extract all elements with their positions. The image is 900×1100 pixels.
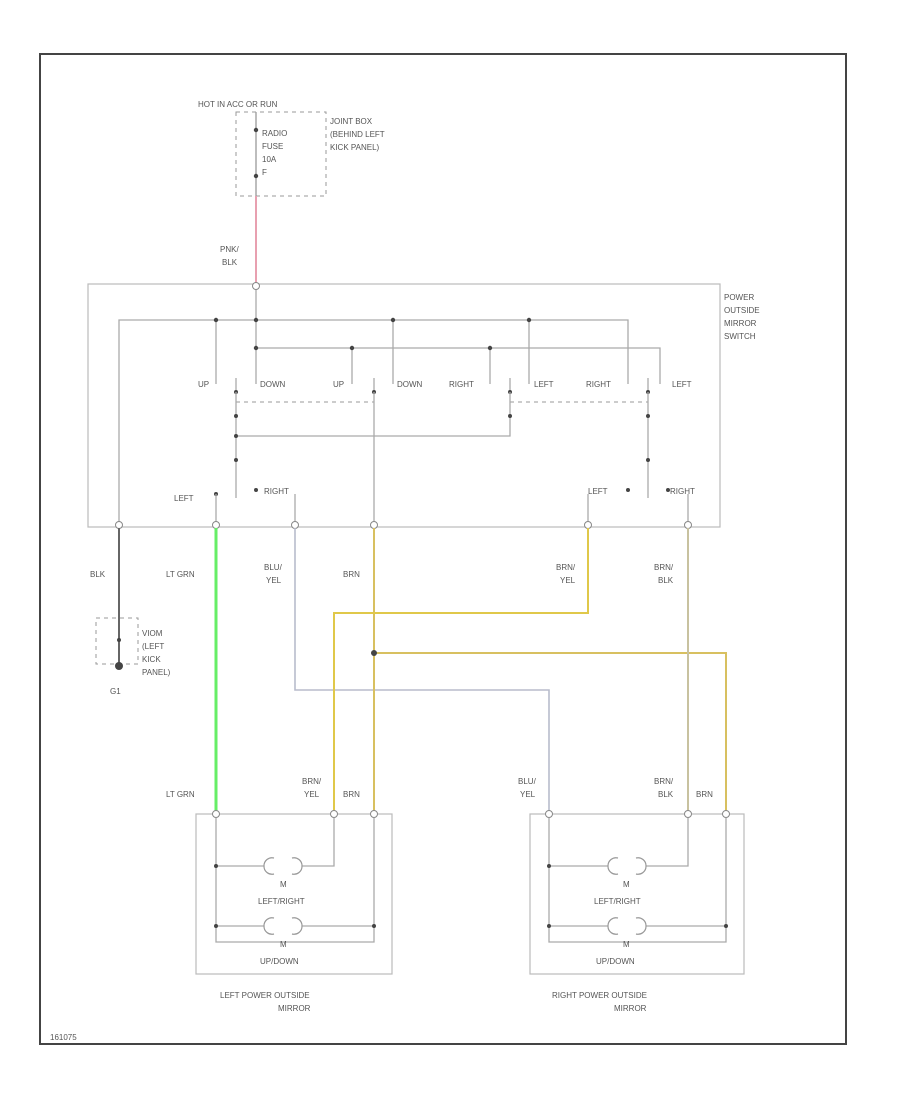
ground: VIOM (LEFT KICK PANEL) G1 [95, 617, 171, 696]
wire-label-brn: BRN [343, 570, 360, 579]
wire-label-brnyel-1: BRN/ [556, 563, 576, 572]
left-mirror-motor2-symbol: M [280, 940, 287, 949]
fuse-label-4: F [262, 168, 267, 177]
left-mirror-motor1-symbol: M [280, 880, 287, 889]
switch-label-down-1: DOWN [260, 380, 286, 389]
selector-label-right-2: RIGHT [670, 487, 695, 496]
ground-id: G1 [110, 687, 121, 696]
left-mirror-pin-brnyel-1: BRN/ [302, 777, 322, 786]
right-mirror-pin-brn: BRN [696, 790, 713, 799]
fuse-box-outline [235, 111, 327, 197]
wire-label-ltgrn: LT GRN [166, 570, 195, 579]
wire-label-feed-1: PNK/ [220, 245, 239, 254]
right-mirror-name-2: MIRROR [614, 1004, 647, 1013]
switch-title-4: SWITCH [724, 332, 756, 341]
switch-title-2: OUTSIDE [724, 306, 760, 315]
wire-label-brnblk-2: BLK [658, 576, 674, 585]
switch-title-1: POWER [724, 293, 754, 302]
diagram-frame [39, 53, 847, 1045]
ground-label-1: VIOM [142, 629, 163, 638]
switch-label-left-2: LEFT [672, 380, 692, 389]
left-mirror-pin-brnyel-2: YEL [304, 790, 320, 799]
left-mirror-pin-brn: BRN [343, 790, 360, 799]
wire-label-bluyel-2: YEL [266, 576, 282, 585]
right-mirror: BLU/ YEL BRN/ BLK BRN M LEFT/RIGHT M UP/… [518, 777, 745, 1013]
wire-label-brnyel-2: YEL [560, 576, 576, 585]
right-mirror-motor1-label: LEFT/RIGHT [594, 897, 641, 906]
switch-title-3: MIRROR [724, 319, 757, 328]
switch-label-left-1: LEFT [534, 380, 554, 389]
switch-label-up-1: UP [198, 380, 209, 389]
fuse-box-title-3: KICK PANEL) [330, 143, 380, 152]
selector-label-left-2: LEFT [588, 487, 608, 496]
ground-label-3: KICK [142, 655, 161, 664]
wire-blu-yel [294, 528, 550, 812]
wire-label-feed-2: BLK [222, 258, 238, 267]
wire-brn [373, 528, 727, 812]
right-mirror-pin-brnblk-1: BRN/ [654, 777, 674, 786]
fuse-box-title-1: JOINT BOX [330, 117, 373, 126]
ground-outline [95, 617, 139, 665]
left-mirror-name-1: LEFT POWER OUTSIDE [220, 991, 310, 1000]
wire-label-brnblk-1: BRN/ [654, 563, 674, 572]
wire-brn-yel [333, 528, 589, 812]
left-mirror-motor2-label: UP/DOWN [260, 957, 299, 966]
selector-label-left: LEFT [174, 494, 194, 503]
left-mirror: LT GRN BRN/ YEL BRN M LEFT/RIGHT M UP/DO… [166, 777, 393, 1013]
hot-label: HOT IN ACC OR RUN [198, 100, 278, 109]
right-mirror-pin-brnblk-2: BLK [658, 790, 674, 799]
left-mirror-pin-ltgrn: LT GRN [166, 790, 195, 799]
ground-label-2: (LEFT [142, 642, 164, 651]
fuse-label-2: FUSE [262, 142, 283, 151]
left-mirror-outline [195, 813, 393, 975]
right-mirror-motor2-label: UP/DOWN [596, 957, 635, 966]
right-mirror-motor1-symbol: M [623, 880, 630, 889]
switch-label-right-2: RIGHT [586, 380, 611, 389]
mirror-switch: POWER OUTSIDE MIRROR SWITCH UP DOWN UP D… [87, 282, 760, 529]
left-mirror-motor1-label: LEFT/RIGHT [258, 897, 305, 906]
right-mirror-pin-bluyel-2: YEL [520, 790, 536, 799]
fuse-box: HOT IN ACC OR RUN RADIO FUSE 10A F JOINT… [198, 100, 385, 197]
diagram-footer-id: 161075 [50, 1033, 77, 1042]
ground-label-4: PANEL) [142, 668, 171, 677]
wire-label-blk: BLK [90, 570, 106, 579]
right-mirror-name-1: RIGHT POWER OUTSIDE [552, 991, 647, 1000]
selector-label-right: RIGHT [264, 487, 289, 496]
fuse-label-3: 10A [262, 155, 277, 164]
fuse-box-title-2: (BEHIND LEFT [330, 130, 385, 139]
switch-label-right-1: RIGHT [449, 380, 474, 389]
mirror-switch-outline [87, 283, 721, 528]
right-mirror-pin-bluyel-1: BLU/ [518, 777, 537, 786]
switch-label-up-2: UP [333, 380, 344, 389]
switch-label-down-2: DOWN [397, 380, 423, 389]
right-mirror-outline [529, 813, 745, 975]
left-mirror-name-2: MIRROR [278, 1004, 311, 1013]
right-mirror-motor2-symbol: M [623, 940, 630, 949]
fuse-label-1: RADIO [262, 129, 287, 138]
wire-label-bluyel-1: BLU/ [264, 563, 283, 572]
